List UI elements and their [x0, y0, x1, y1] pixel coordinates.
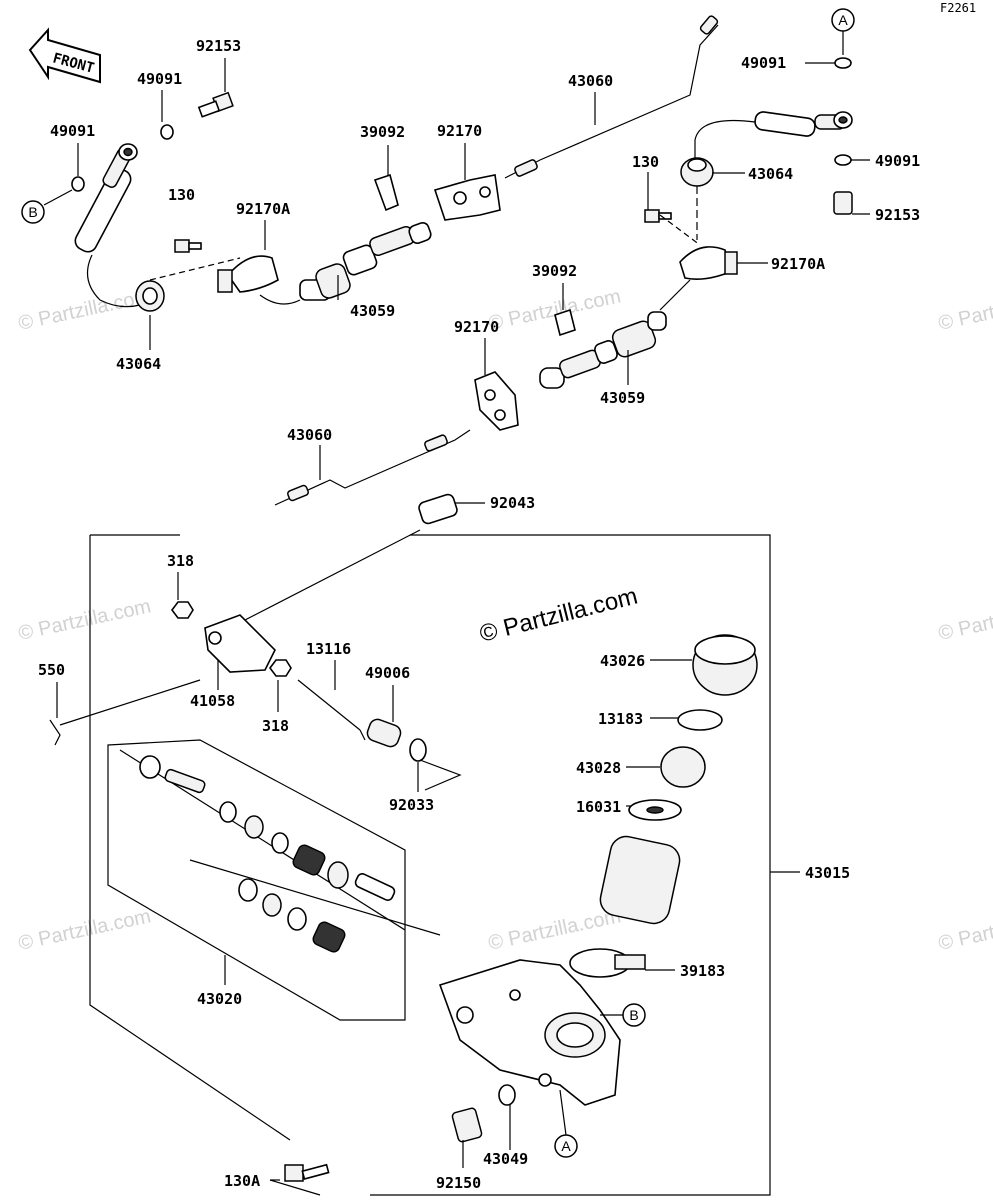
- part-label-43060-top: 43060: [568, 72, 613, 90]
- part-label-43028: 43028: [576, 759, 621, 777]
- figure-id: F2261: [940, 1, 976, 15]
- ref-a-top: A: [831, 8, 855, 55]
- part-label-13183: 13183: [598, 710, 643, 728]
- part-label-43059-mid: 43059: [600, 389, 645, 407]
- leader-lines: [56, 58, 870, 1181]
- svg-text:B: B: [28, 204, 37, 220]
- part-label-49091-r1: 49091: [741, 54, 786, 72]
- slave-assembly-mid: [274, 308, 667, 506]
- hose-assembly-right: [644, 57, 853, 311]
- watermark-text: © Partzilla.com: [486, 285, 622, 335]
- part-label-16031: 16031: [576, 798, 621, 816]
- part-label-43064-left: 43064: [116, 355, 161, 373]
- part-label-43060-mid: 43060: [287, 426, 332, 444]
- part-labels: 92153 49091 49091 43060 39092 92170 4909…: [38, 37, 920, 1192]
- watermark-text: © Partzilla.com: [16, 905, 152, 955]
- part-label-49091-r2: 49091: [875, 152, 920, 170]
- svg-text:A: A: [561, 1138, 571, 1154]
- part-label-92170-top: 92170: [437, 122, 482, 140]
- part-label-92170A-right: 92170A: [771, 255, 825, 273]
- part-label-92153-right: 92153: [875, 206, 920, 224]
- part-label-39092-top: 39092: [360, 123, 405, 141]
- svg-text:B: B: [629, 1007, 638, 1023]
- part-label-92043: 92043: [490, 494, 535, 512]
- ref-a-body: A: [554, 1089, 578, 1158]
- copyright-text: © Partzilla.com: [477, 583, 640, 648]
- part-label-49091-2: 49091: [50, 122, 95, 140]
- part-label-92150: 92150: [436, 1174, 481, 1192]
- part-label-130-mid: 130: [168, 186, 195, 204]
- part-label-92170A-left: 92170A: [236, 200, 290, 218]
- watermark-text: © Partzilla.com: [16, 595, 152, 645]
- part-label-49091-1: 49091: [137, 70, 182, 88]
- part-label-13116: 13116: [306, 640, 351, 658]
- part-label-39092-mid: 39092: [532, 262, 577, 280]
- part-label-92170-mid: 92170: [454, 318, 499, 336]
- watermark-text: © Partzilla.com: [936, 595, 993, 645]
- part-label-43064-right: 43064: [748, 165, 793, 183]
- watermark-text: © Partzilla.com: [936, 285, 993, 335]
- part-label-318-bot: 318: [262, 717, 289, 735]
- watermark-text: © Partzilla.com: [936, 905, 993, 955]
- master-cylinder-section: [49, 493, 771, 1196]
- part-label-43026: 43026: [600, 652, 645, 670]
- part-label-550: 550: [38, 661, 65, 679]
- part-label-43049: 43049: [483, 1150, 528, 1168]
- ref-b-body: B: [600, 1003, 646, 1027]
- part-label-130A: 130A: [224, 1172, 260, 1190]
- ref-b-left: B: [21, 189, 73, 224]
- part-label-92033: 92033: [389, 796, 434, 814]
- part-label-318-top: 318: [167, 552, 194, 570]
- part-label-39183: 39183: [680, 962, 725, 980]
- part-label-92153-left: 92153: [196, 37, 241, 55]
- hose-assembly-left: [71, 15, 719, 312]
- part-label-41058: 41058: [190, 692, 235, 710]
- watermark-text: © Partzilla.com: [486, 905, 622, 955]
- part-label-49006: 49006: [365, 664, 410, 682]
- svg-text:A: A: [838, 12, 848, 28]
- part-label-43015: 43015: [805, 864, 850, 882]
- part-label-130-right: 130: [632, 153, 659, 171]
- front-arrow-icon: FRONT: [28, 27, 101, 84]
- part-label-43059-top: 43059: [350, 302, 395, 320]
- part-label-43020: 43020: [197, 990, 242, 1008]
- watermark-text: © Partzilla.com: [16, 285, 152, 335]
